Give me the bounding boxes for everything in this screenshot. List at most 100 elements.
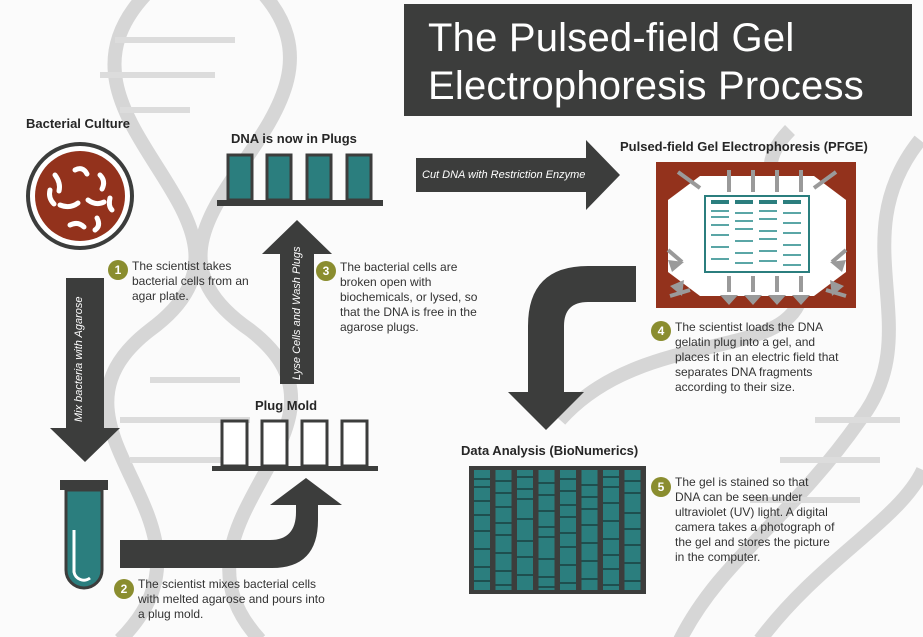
petri-dish-icon bbox=[26, 142, 134, 250]
gel-band bbox=[495, 492, 512, 494]
arrow-label-mix: Mix bacteria with Agarose bbox=[73, 296, 85, 422]
dna-plugs-icon bbox=[217, 153, 383, 206]
gel-band bbox=[538, 586, 555, 588]
heading-bacterial-culture: Bacterial Culture bbox=[26, 116, 131, 131]
gel-band bbox=[581, 508, 598, 510]
gel-band bbox=[624, 562, 641, 564]
gel-band bbox=[560, 564, 576, 566]
gel-band bbox=[581, 578, 598, 580]
gel-band bbox=[581, 496, 598, 498]
gel-band bbox=[517, 488, 533, 490]
gel-band bbox=[474, 486, 490, 488]
pour-arrow bbox=[120, 478, 342, 568]
gel-lane bbox=[581, 470, 598, 590]
gel-band bbox=[517, 574, 533, 576]
step-4-text: The scientist loads the DNA gelatin plug… bbox=[675, 320, 839, 394]
lyse-arrow bbox=[262, 220, 332, 384]
gel-band bbox=[538, 536, 555, 538]
heading-pfge: Pulsed-field Gel Electrophoresis (PFGE) bbox=[620, 139, 868, 154]
gel-lane bbox=[560, 470, 576, 590]
gel-band bbox=[495, 480, 512, 482]
gel-band bbox=[538, 576, 555, 578]
mix-arrow bbox=[50, 278, 120, 462]
step-3-text: The bacterial cells are broken open with… bbox=[340, 260, 478, 334]
pfge-gel-icon bbox=[656, 162, 856, 308]
gel-band bbox=[581, 524, 598, 526]
gel-band bbox=[495, 570, 512, 572]
step-1-badge: 1 bbox=[108, 260, 128, 280]
step-3-badge: 3 bbox=[316, 261, 336, 281]
gel-band bbox=[624, 528, 641, 530]
gel-band bbox=[624, 544, 641, 546]
gel-band bbox=[474, 530, 490, 532]
gel-lane bbox=[538, 470, 555, 590]
gel-band bbox=[624, 580, 641, 582]
gel-band bbox=[603, 502, 619, 504]
heading-data-analysis: Data Analysis (BioNumerics) bbox=[461, 443, 639, 458]
gel-band bbox=[495, 522, 512, 524]
gel-band bbox=[474, 548, 490, 550]
title-line-2: Electrophoresis Process bbox=[428, 64, 864, 108]
gel-band bbox=[474, 566, 490, 568]
gel-band bbox=[517, 540, 533, 542]
gel-band bbox=[495, 534, 512, 536]
gel-band bbox=[603, 568, 619, 570]
gel-band bbox=[560, 532, 576, 534]
gel-band bbox=[517, 556, 533, 558]
gel-band bbox=[517, 498, 533, 500]
data-analysis-gel-icon bbox=[469, 466, 646, 594]
step-4-badge: 4 bbox=[651, 321, 671, 341]
gel-band bbox=[624, 492, 641, 494]
analysis-arrow bbox=[508, 266, 636, 430]
heading-plug-mold: Plug Mold bbox=[255, 398, 318, 413]
gel-band bbox=[538, 526, 555, 528]
gel-band bbox=[603, 476, 619, 478]
gel-band bbox=[560, 490, 576, 492]
gel-band bbox=[624, 512, 641, 514]
gel-band bbox=[517, 518, 533, 520]
gel-band bbox=[560, 478, 576, 480]
gel-band bbox=[538, 510, 555, 512]
title-line-1: The Pulsed-field Gel bbox=[428, 16, 795, 60]
gel-band bbox=[517, 476, 533, 478]
gel-lane bbox=[495, 470, 512, 590]
gel-band bbox=[495, 552, 512, 554]
arrow-label-lyse: Lyse Cells and Wash Plugs bbox=[291, 246, 303, 381]
step-5-badge: 5 bbox=[651, 477, 671, 497]
gel-band bbox=[624, 480, 641, 482]
gel-band bbox=[474, 514, 490, 516]
step-2-badge: 2 bbox=[114, 579, 134, 599]
step-5-text: The gel is stained so that DNA can be se… bbox=[675, 475, 835, 564]
gel-band bbox=[474, 500, 490, 502]
cut-arrow bbox=[416, 140, 620, 210]
gel-band bbox=[560, 582, 576, 584]
gel-band bbox=[603, 584, 619, 586]
plug-mold-icon bbox=[212, 419, 378, 471]
gel-band bbox=[560, 516, 576, 518]
arrow-label-cut: Cut DNA with Restriction Enzyme bbox=[422, 169, 586, 181]
gel-band bbox=[560, 504, 576, 506]
gel-band bbox=[603, 554, 619, 556]
title-box: The Pulsed-field Gel Electrophoresis Pro… bbox=[404, 4, 912, 116]
heading-dna-in-plugs: DNA is now in Plugs bbox=[231, 131, 357, 146]
gel-band bbox=[603, 538, 619, 540]
gel-band bbox=[603, 520, 619, 522]
gel-band bbox=[495, 506, 512, 508]
gel-band bbox=[495, 584, 512, 586]
gel-band bbox=[581, 560, 598, 562]
step-2-text: The scientist mixes bacterial cells with… bbox=[138, 577, 325, 621]
gel-band bbox=[538, 558, 555, 560]
test-tube-icon bbox=[60, 480, 108, 590]
gel-lane bbox=[603, 470, 619, 590]
gel-band bbox=[538, 494, 555, 496]
gel-band bbox=[474, 580, 490, 582]
gel-band bbox=[560, 546, 576, 548]
gel-band bbox=[474, 478, 490, 480]
gel-band bbox=[603, 486, 619, 488]
gel-band bbox=[581, 484, 598, 486]
gel-band bbox=[538, 482, 555, 484]
step-1-text: The scientist takes bacterial cells from… bbox=[132, 259, 249, 303]
gel-band bbox=[581, 542, 598, 544]
